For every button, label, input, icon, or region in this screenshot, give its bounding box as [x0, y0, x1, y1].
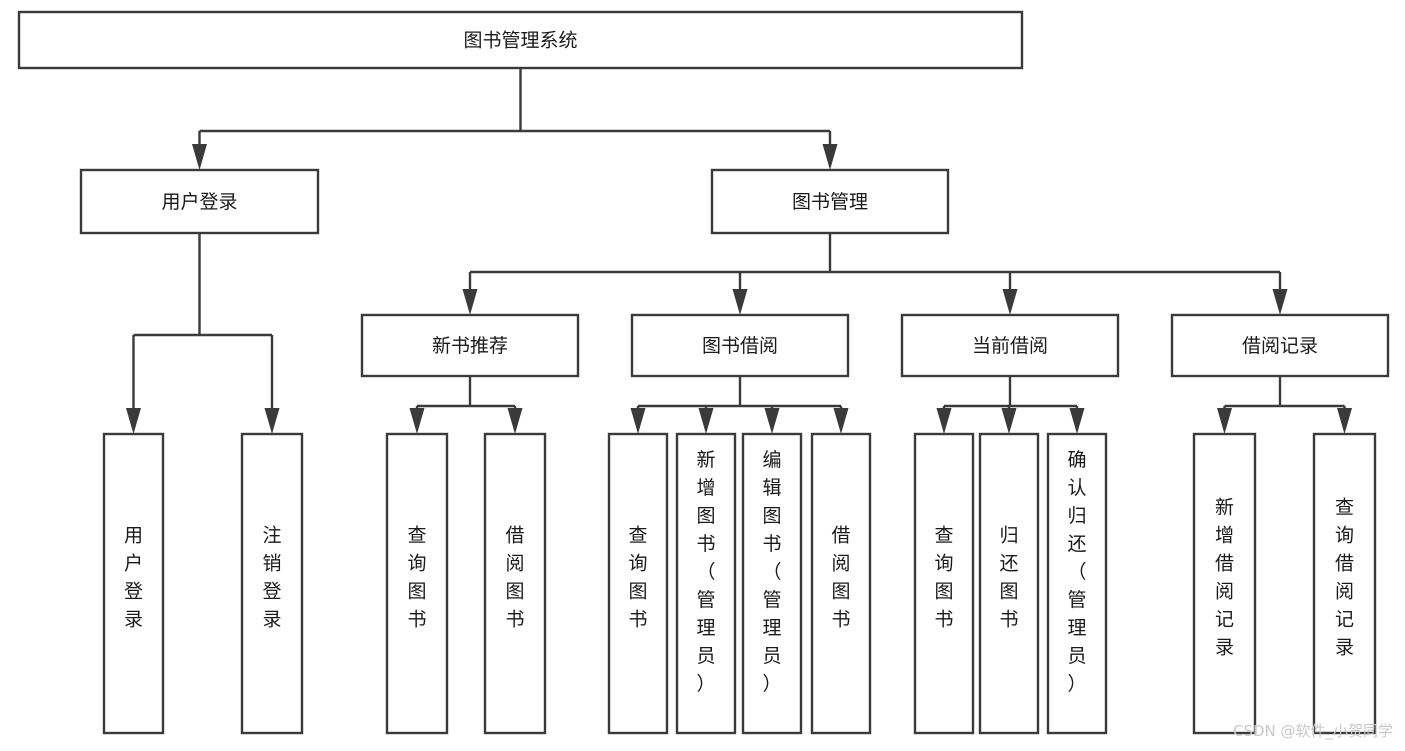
- node-leaf-user-login[interactable]: 用户登录: [102, 432, 165, 735]
- edge-arrowhead-icon: [822, 144, 838, 170]
- leaf-node-box[interactable]: [1046, 432, 1108, 735]
- node-user-login[interactable]: 用户登录: [79, 168, 320, 235]
- leaf-node-box[interactable]: [1192, 432, 1257, 735]
- edge-arrowhead-icon: [833, 408, 849, 434]
- connector-level2-to-level3: [462, 233, 1288, 315]
- connector-edges-layer: [126, 68, 1352, 434]
- leaf-node-label: 借阅图书: [505, 525, 524, 631]
- edge-arrowhead-icon: [507, 408, 523, 434]
- leaf-node-label: 查询借阅记录: [1335, 497, 1354, 659]
- root-node-box[interactable]: [17, 10, 1024, 70]
- leaf-node-box[interactable]: [675, 432, 737, 735]
- leaf-node-label: 新增图书（管理员）: [696, 449, 715, 695]
- leaf-node-box[interactable]: [483, 432, 547, 735]
- leaf-node-label: 归还图书: [999, 525, 1018, 631]
- edge-arrowhead-icon: [764, 408, 780, 434]
- node-leaf-logout[interactable]: 注销登录: [240, 432, 304, 735]
- edge-arrowhead-icon: [732, 289, 748, 315]
- leaf-node-box[interactable]: [810, 432, 872, 735]
- node-leaf-borrow-book-1[interactable]: 借阅图书: [483, 432, 547, 735]
- node-borrow-record[interactable]: 借阅记录: [1170, 313, 1390, 378]
- edge-arrowhead-icon: [698, 408, 714, 434]
- leaf-node-label: 查询图书: [934, 525, 953, 631]
- edge-arrowhead-icon: [462, 289, 478, 315]
- edge-arrowhead-icon: [1002, 289, 1018, 315]
- leaf-node-box[interactable]: [607, 432, 669, 735]
- leaf-node-box[interactable]: [913, 432, 975, 735]
- edge-arrowhead-icon: [1272, 289, 1288, 315]
- leaf-node-box[interactable]: [385, 432, 449, 735]
- connector-user-login-to-leaves: [126, 233, 280, 434]
- branch-node-label: 借阅记录: [1242, 335, 1318, 357]
- branch-node-box[interactable]: [1170, 313, 1390, 378]
- edge-arrowhead-icon: [1069, 408, 1085, 434]
- root-node-label: 图书管理系统: [463, 30, 577, 52]
- node-root[interactable]: 图书管理系统: [17, 10, 1024, 70]
- branch-node-label: 用户登录: [161, 191, 237, 213]
- node-leaf-confirm-return[interactable]: 确认归还（管理员）: [1046, 432, 1108, 735]
- node-book-management[interactable]: 图书管理: [710, 168, 950, 235]
- edge-arrowhead-icon: [1337, 408, 1352, 434]
- node-leaf-return-book[interactable]: 归还图书: [978, 432, 1040, 735]
- branch-node-label: 新书推荐: [432, 335, 508, 357]
- connector-recommend-to-leaves: [409, 376, 523, 434]
- branch-node-label: 当前借阅: [972, 335, 1048, 357]
- leaf-node-box[interactable]: [102, 432, 165, 735]
- node-leaf-query-book-2[interactable]: 查询图书: [607, 432, 669, 735]
- leaf-node-box[interactable]: [1312, 432, 1377, 735]
- leaf-node-label: 确认归还（管理员）: [1067, 449, 1086, 695]
- leaf-node-label: 编辑图书（管理员）: [762, 449, 781, 695]
- branch-node-box[interactable]: [630, 313, 850, 378]
- node-book-borrow[interactable]: 图书借阅: [630, 313, 850, 378]
- node-leaf-edit-book[interactable]: 编辑图书（管理员）: [741, 432, 803, 735]
- branch-node-label: 图书管理: [792, 191, 868, 213]
- leaf-node-box[interactable]: [240, 432, 304, 735]
- leaf-node-label: 借阅图书: [831, 525, 850, 631]
- edge-arrowhead-icon: [192, 144, 207, 170]
- leaf-node-label: 查询图书: [407, 525, 426, 631]
- node-leaf-add-book[interactable]: 新增图书（管理员）: [675, 432, 737, 735]
- branch-node-box[interactable]: [360, 313, 580, 378]
- leaf-node-label: 新增借阅记录: [1215, 497, 1234, 659]
- leaf-node-label: 注销登录: [262, 525, 281, 631]
- branch-node-box[interactable]: [79, 168, 320, 235]
- connector-current-to-leaves: [936, 376, 1085, 434]
- node-new-book-recommend[interactable]: 新书推荐: [360, 313, 580, 378]
- leaf-node-box[interactable]: [978, 432, 1040, 735]
- node-leaf-query-book-1[interactable]: 查询图书: [385, 432, 449, 735]
- connector-record-to-leaves: [1217, 376, 1352, 434]
- edge-arrowhead-icon: [1001, 408, 1017, 434]
- node-leaf-borrow-book-2[interactable]: 借阅图书: [810, 432, 872, 735]
- node-leaf-query-record[interactable]: 查询借阅记录: [1312, 432, 1377, 735]
- edge-arrowhead-icon: [1217, 408, 1232, 434]
- leaf-node-box[interactable]: [741, 432, 803, 735]
- edge-arrowhead-icon: [630, 408, 646, 434]
- branch-node-label: 图书借阅: [702, 335, 778, 357]
- csdn-watermark: CSDN @软件_小贺同学: [1232, 722, 1393, 740]
- node-boxes-layer: 图书管理系统用户登录图书管理新书推荐图书借阅当前借阅借阅记录用户登录注销登录查询…: [17, 10, 1390, 735]
- node-leaf-query-book-3[interactable]: 查询图书: [913, 432, 975, 735]
- node-current-borrow[interactable]: 当前借阅: [900, 313, 1120, 378]
- node-leaf-add-record[interactable]: 新增借阅记录: [1192, 432, 1257, 735]
- connector-root-to-level2: [192, 68, 838, 170]
- edge-arrowhead-icon: [264, 408, 280, 434]
- leaf-node-label: 用户登录: [124, 525, 143, 631]
- edge-arrowhead-icon: [126, 408, 141, 434]
- edge-arrowhead-icon: [409, 408, 425, 434]
- branch-node-box[interactable]: [710, 168, 950, 235]
- connector-borrow-to-leaves: [630, 376, 849, 434]
- leaf-node-label: 查询图书: [628, 525, 647, 631]
- branch-node-box[interactable]: [900, 313, 1120, 378]
- edge-arrowhead-icon: [936, 408, 952, 434]
